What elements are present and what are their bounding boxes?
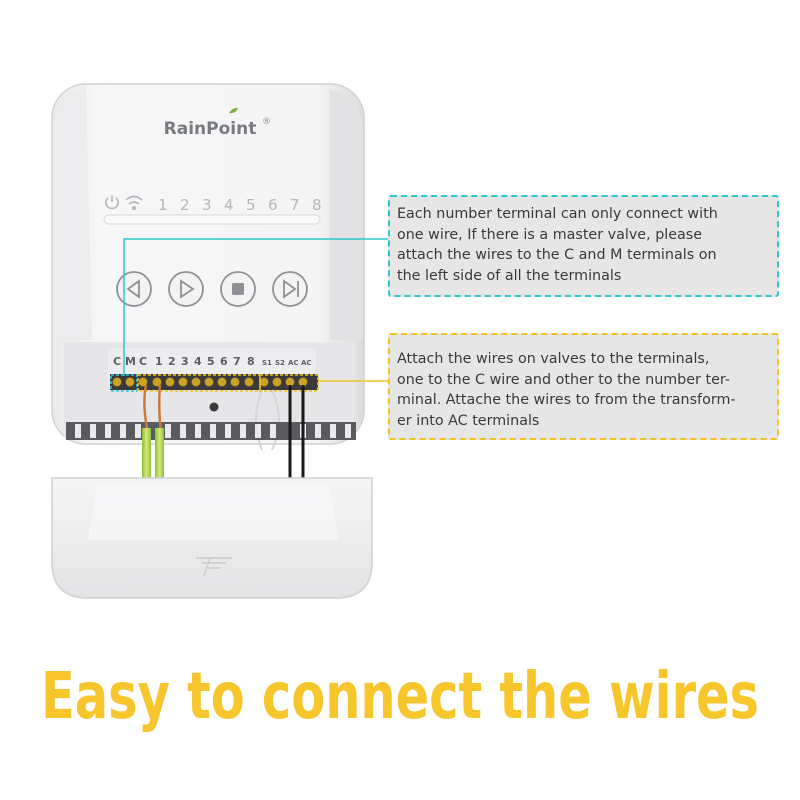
svg-text:C: C <box>139 355 147 368</box>
leader-line-top <box>123 238 388 376</box>
callout-line: minal. Attache the wires to from the tra… <box>397 392 736 408</box>
previous-icon <box>126 279 140 299</box>
zone-5-label: 5 <box>246 196 256 214</box>
callout-line: Attach the wires on valves to the termin… <box>397 351 710 367</box>
headline: Easy to connect the wires <box>0 652 800 742</box>
zone-number-labels: 1 2 3 4 5 6 7 8 <box>158 196 322 214</box>
stop-button[interactable] <box>220 271 256 307</box>
callout-line: Each number terminal can only connect wi… <box>397 206 718 222</box>
play-icon <box>180 279 195 299</box>
power-icon <box>105 195 119 210</box>
led-strip <box>103 214 321 225</box>
svg-text:C: C <box>113 355 121 368</box>
status-row: 1 2 3 4 5 6 7 8 <box>103 195 322 225</box>
svg-text:7: 7 <box>233 355 241 368</box>
wires <box>142 384 305 478</box>
zone-4-label: 4 <box>224 196 234 214</box>
callout-line: one to the C wire and other to the numbe… <box>397 371 730 388</box>
wifi-icon <box>125 195 143 211</box>
zone-1-label: 1 <box>158 196 168 214</box>
svg-text:AC: AC <box>301 359 312 367</box>
terminal-cover <box>51 477 373 599</box>
callout-line: er into AC terminals <box>397 412 540 429</box>
zone-3-label: 3 <box>202 196 212 214</box>
callout-valve-wires: Attach the wires on valves to the termin… <box>388 333 779 440</box>
brand-logo: RainPoint ® <box>164 107 271 139</box>
svg-text:6: 6 <box>220 355 228 368</box>
callout-one-wire-per-terminal: Each number terminal can only connect wi… <box>388 195 779 297</box>
svg-text:3: 3 <box>181 355 189 368</box>
svg-text:M: M <box>125 355 136 368</box>
terminal-screws <box>112 377 308 387</box>
terminal-bay: C M C 1 2 3 4 5 6 7 8 S1 S2 AC AC <box>64 342 356 451</box>
svg-text:2: 2 <box>168 355 176 368</box>
svg-text:4: 4 <box>194 355 202 368</box>
zone-6-label: 6 <box>268 196 278 214</box>
svg-text:1: 1 <box>155 355 163 368</box>
arrow-down-icon <box>196 557 232 577</box>
svg-text:S2: S2 <box>275 359 285 367</box>
svg-text:S1: S1 <box>262 359 272 367</box>
play-button[interactable] <box>168 271 204 307</box>
svg-text:5: 5 <box>207 355 215 368</box>
next-button[interactable] <box>272 271 308 307</box>
callout-line: one wire, If there is a master valve, pl… <box>397 226 703 243</box>
stop-icon <box>232 283 244 295</box>
terminal-labels: C M C 1 2 3 4 5 6 7 8 S1 S2 AC AC <box>113 355 312 368</box>
svg-text:AC: AC <box>288 359 299 367</box>
headline-text: Easy to connect the wires <box>41 660 759 734</box>
zone-7-label: 7 <box>290 196 300 214</box>
svg-text:RainPoint: RainPoint <box>164 119 257 139</box>
svg-text:8: 8 <box>247 355 255 368</box>
previous-button[interactable] <box>116 271 152 307</box>
zone-2-label: 2 <box>180 196 190 214</box>
callout-line: attach the wires to the C and M terminal… <box>397 247 717 263</box>
svg-text:®: ® <box>262 117 271 127</box>
zone-8-label: 8 <box>312 196 322 214</box>
callout-line: the left side of all the terminals <box>397 267 622 284</box>
leaf-icon <box>229 107 238 114</box>
control-buttons <box>116 271 308 307</box>
next-icon <box>283 279 297 299</box>
